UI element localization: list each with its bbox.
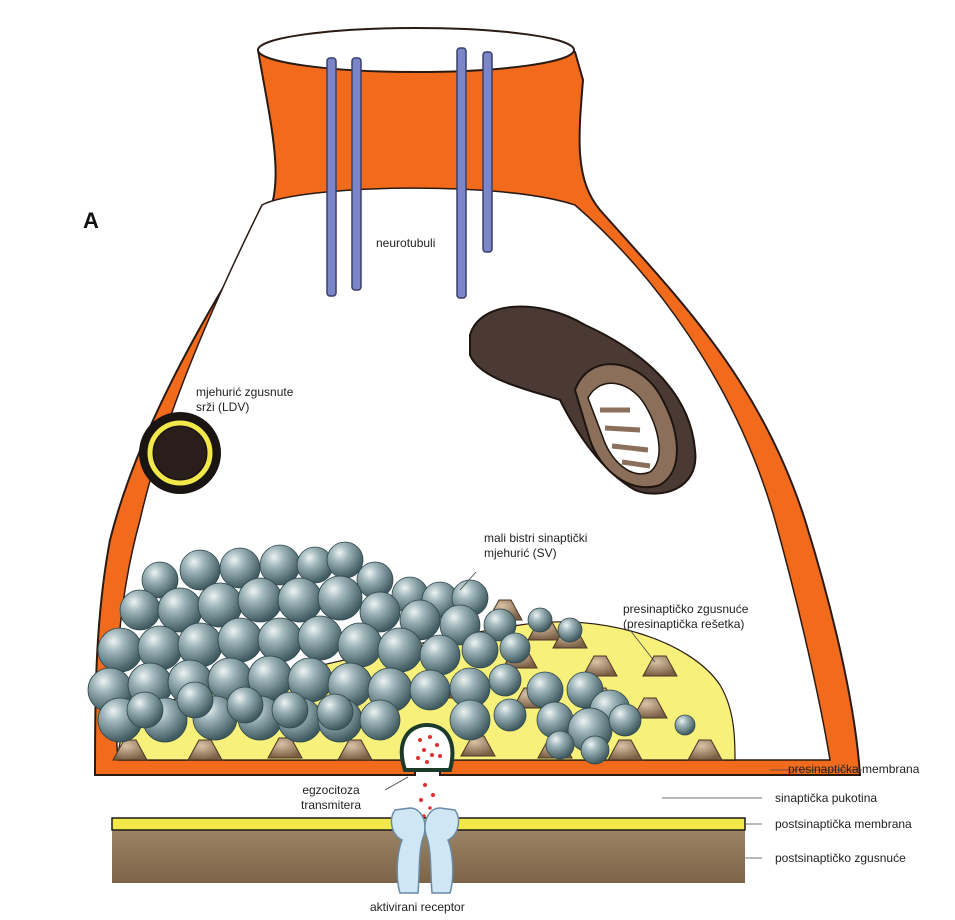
label-exo-line2: transmitera xyxy=(301,798,361,813)
synaptic-vesicle xyxy=(494,699,526,731)
label-receptor: aktivirani receptor xyxy=(370,900,465,915)
synaptic-vesicle xyxy=(98,628,142,672)
synaptic-vesicle xyxy=(675,715,695,735)
synaptic-vesicle xyxy=(298,616,342,660)
synaptic-vesicle xyxy=(317,694,353,730)
label-presynaptic-membrane: presinaptička membrana xyxy=(788,762,919,777)
synaptic-vesicle xyxy=(120,590,160,630)
panel-letter: A xyxy=(83,208,99,234)
label-synaptic-cleft: sinaptička pukotina xyxy=(775,791,877,806)
synaptic-vesicle xyxy=(420,635,460,675)
synaptic-vesicle xyxy=(462,632,498,668)
synaptic-vesicle xyxy=(609,704,641,736)
label-exocytosis: egzocitoza transmitera xyxy=(301,783,361,813)
label-postsynaptic-density: postsinaptičko zgusnuće xyxy=(775,851,906,866)
synaptic-vesicle xyxy=(528,608,552,632)
synaptic-vesicle xyxy=(318,576,362,620)
synaptic-vesicle xyxy=(500,633,530,663)
label-sv-line1: mali bistri sinaptički xyxy=(484,531,587,546)
label-exo-line1: egzocitoza xyxy=(301,783,361,798)
synaptic-vesicle xyxy=(238,578,282,622)
synaptic-vesicle xyxy=(338,623,382,667)
label-sv: mali bistri sinaptički mjehurić (SV) xyxy=(484,531,587,561)
synaptic-vesicle xyxy=(278,578,322,622)
label-sv-line2: mjehurić (SV) xyxy=(484,546,587,561)
synaptic-vesicle xyxy=(360,700,400,740)
label-neurotubuli: neurotubuli xyxy=(376,236,435,251)
synaptic-vesicle xyxy=(581,736,609,764)
label-ldv: mjehurić zgusnute srži (LDV) xyxy=(196,385,293,415)
synaptic-vesicle xyxy=(450,700,490,740)
synaptic-vesicle xyxy=(227,687,263,723)
axon-opening xyxy=(258,28,574,72)
synaptic-vesicle xyxy=(410,670,450,710)
exocytosis-vesicle xyxy=(402,725,453,818)
label-postsynaptic-membrane: postsinaptička membrana xyxy=(775,817,912,832)
label-presynaptic-grid: presinaptičko zgusnuće (presinaptička re… xyxy=(623,602,748,632)
synaptic-vesicle xyxy=(489,664,521,696)
synaptic-vesicle xyxy=(258,618,302,662)
label-grid-line2: (presinaptička rešetka) xyxy=(623,617,748,632)
synaptic-vesicle xyxy=(378,628,422,672)
synaptic-vesicle xyxy=(177,682,213,718)
synaptic-vesicle xyxy=(127,692,163,728)
label-grid-line1: presinaptičko zgusnuće xyxy=(623,602,748,617)
synaptic-vesicle xyxy=(327,542,363,578)
dense-core-vesicle xyxy=(139,412,221,494)
synaptic-vesicle xyxy=(272,692,308,728)
label-ldv-line2: srži (LDV) xyxy=(196,400,293,415)
synaptic-vesicle xyxy=(218,618,262,662)
synaptic-vesicle xyxy=(558,618,582,642)
label-ldv-line1: mjehurić zgusnute xyxy=(196,385,293,400)
synaptic-vesicle xyxy=(546,731,574,759)
